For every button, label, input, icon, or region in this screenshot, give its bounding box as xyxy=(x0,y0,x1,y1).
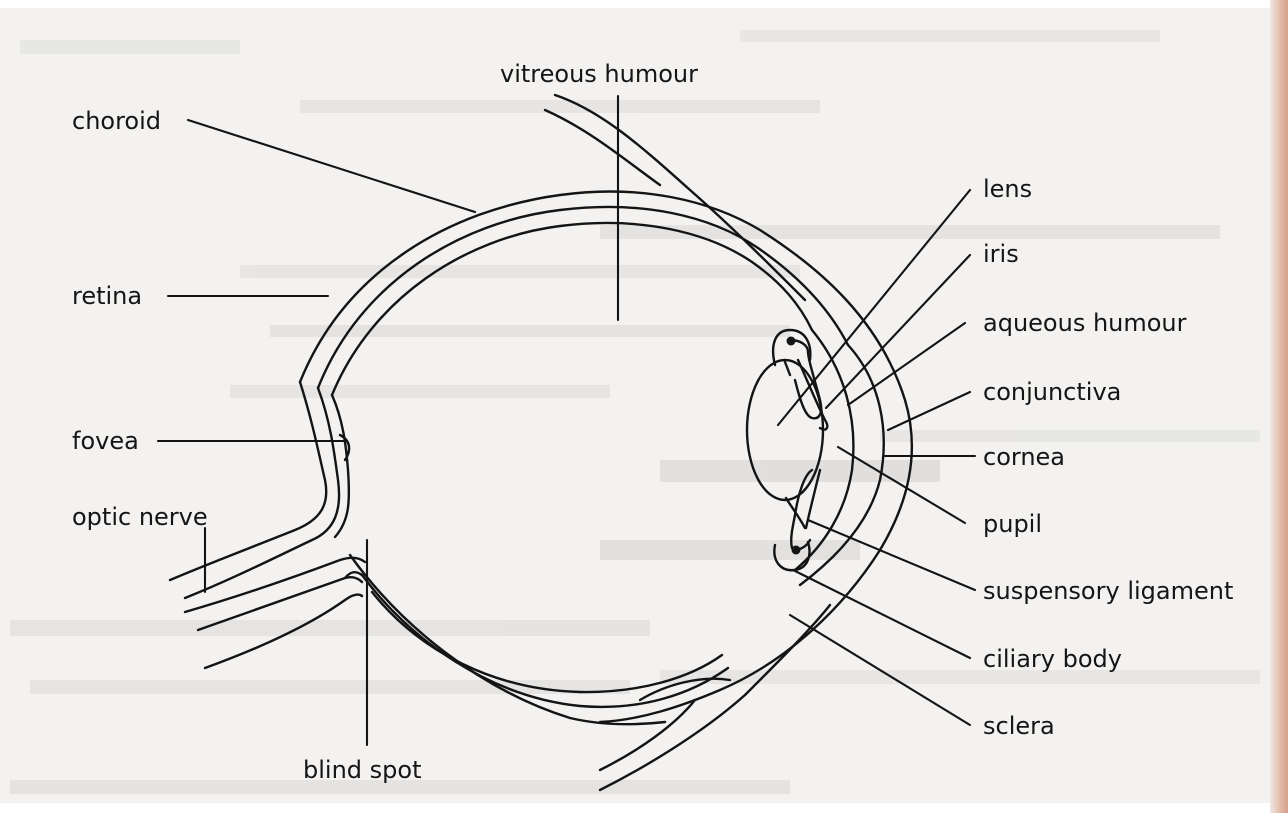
back-wall-middle xyxy=(185,388,339,598)
label-cornea: cornea xyxy=(983,443,1065,471)
label-sclera: sclera xyxy=(983,712,1055,740)
leader-choroid xyxy=(188,120,475,212)
retina-layer-upper xyxy=(332,223,812,395)
label-pupil: pupil xyxy=(983,510,1042,538)
leader-ciliary-body xyxy=(793,570,970,658)
conjunctiva-lower-fold-2 xyxy=(600,700,695,770)
back-wall-outer xyxy=(170,382,326,580)
label-choroid: choroid xyxy=(72,107,161,135)
back-wall-inner xyxy=(332,395,349,537)
suspensory-ligament-upper xyxy=(785,362,790,375)
suspensory-ligament-lower xyxy=(786,498,805,528)
label-optic-nerve: optic nerve xyxy=(72,503,208,531)
label-aqueous-humour: aqueous humour xyxy=(983,309,1187,337)
label-retina: retina xyxy=(72,282,142,310)
label-ciliary-body: ciliary body xyxy=(983,645,1122,673)
label-fovea: fovea xyxy=(72,427,139,455)
ciliary-dot-lower xyxy=(792,546,801,555)
label-blind-spot: blind spot xyxy=(303,756,421,784)
label-iris: iris xyxy=(983,240,1019,268)
sclera-outer-lower xyxy=(350,555,665,724)
ciliary-dot-upper xyxy=(787,337,796,346)
leader-aqueous-humour xyxy=(848,323,965,405)
label-conjunctiva: conjunctiva xyxy=(983,378,1121,406)
label-vitreous-humour: vitreous humour xyxy=(500,60,698,88)
label-lens: lens xyxy=(983,175,1032,203)
label-suspensory-ligament: suspensory ligament xyxy=(983,577,1233,605)
show-through-texture xyxy=(10,30,1260,794)
leader-conjunctiva xyxy=(888,392,970,430)
leader-pupil xyxy=(838,447,965,523)
